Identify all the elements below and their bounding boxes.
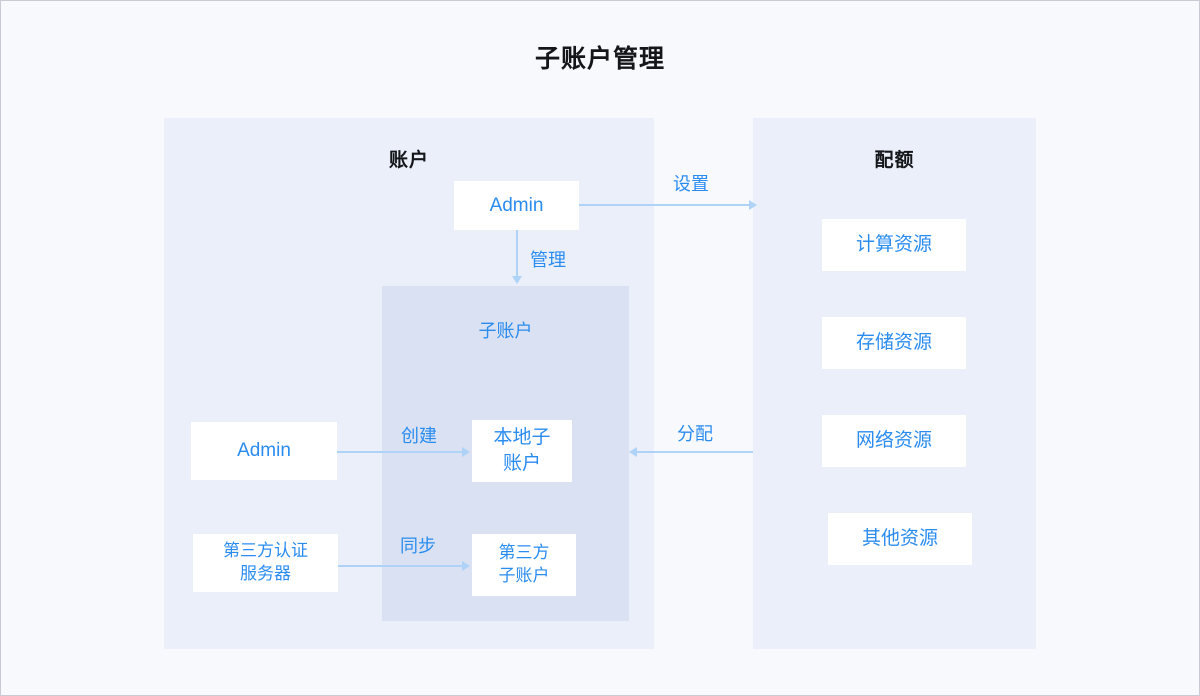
node-auth-server-line2: 服务器	[240, 564, 291, 583]
arrow-label-sync: 同步	[400, 536, 436, 556]
arrow-line-assign	[637, 451, 753, 453]
quota-panel-heading: 配额	[874, 150, 915, 171]
arrow-label-manage: 管理	[530, 250, 566, 270]
arrow-head-create	[462, 447, 470, 457]
node-third-party-sub-account-line2: 子账户	[498, 566, 550, 585]
node-local-sub-account-label: 本地子 账户	[493, 425, 550, 476]
quota-panel: 配额	[753, 118, 1036, 649]
node-third-party-sub-account-line1: 第三方	[498, 543, 550, 563]
arrow-line-sync	[338, 565, 464, 567]
node-third-party-sub-account-label: 第三方 子账户	[499, 542, 550, 588]
arrow-head-sync	[462, 561, 470, 571]
arrow-label-setup: 设置	[673, 174, 709, 194]
node-local-sub-account[interactable]: 本地子 账户	[472, 420, 572, 482]
node-local-sub-account-line2: 账户	[502, 453, 541, 474]
node-admin-left-label: Admin	[237, 440, 291, 462]
node-quota-other[interactable]: 其他资源	[828, 513, 972, 565]
node-quota-storage-label: 存储资源	[855, 332, 932, 354]
sub-account-region-label: 子账户	[478, 321, 533, 341]
arrow-label-assign: 分配	[677, 424, 713, 444]
arrow-line-setup	[579, 204, 751, 206]
node-admin-top-label: Admin	[489, 194, 544, 216]
node-admin-top[interactable]: Admin	[454, 181, 579, 230]
page-title: 子账户管理	[534, 45, 665, 73]
node-quota-other-label: 其他资源	[861, 528, 938, 550]
arrow-head-assign	[629, 447, 637, 457]
node-quota-compute[interactable]: 计算资源	[822, 219, 966, 271]
arrow-line-create	[337, 451, 464, 453]
node-local-sub-account-line1: 本地子	[493, 427, 551, 449]
node-admin-left[interactable]: Admin	[191, 422, 337, 480]
arrow-head-setup	[749, 200, 757, 210]
arrow-label-create: 创建	[401, 426, 437, 446]
node-auth-server-line1: 第三方认证	[223, 541, 308, 561]
arrow-head-manage	[512, 276, 522, 284]
node-auth-server-label: 第三方认证 服务器	[223, 540, 308, 586]
node-quota-network[interactable]: 网络资源	[822, 415, 966, 467]
node-quota-storage[interactable]: 存储资源	[822, 317, 966, 369]
account-panel-heading: 账户	[388, 150, 429, 171]
node-quota-network-label: 网络资源	[855, 430, 932, 452]
node-quota-compute-label: 计算资源	[855, 234, 932, 256]
arrow-line-manage	[516, 230, 518, 278]
node-auth-server[interactable]: 第三方认证 服务器	[193, 534, 338, 592]
node-third-party-sub-account[interactable]: 第三方 子账户	[472, 534, 576, 596]
